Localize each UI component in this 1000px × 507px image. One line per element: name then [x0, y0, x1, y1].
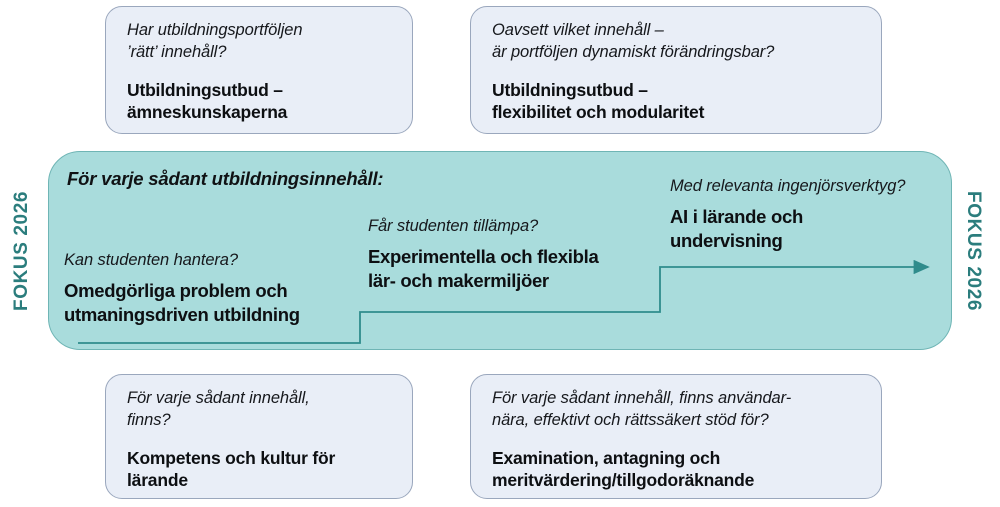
callout-answer: Utbildningsutbud – flexibilitet och modu… — [492, 79, 705, 123]
callout-question: Oavsett vilket innehåll – är portföljen … — [492, 21, 775, 61]
callout-box-education-offering-flexibility: Oavsett vilket innehåll – är portföljen … — [470, 6, 882, 134]
callout-box-education-offering-subject-knowledge: Har utbildningsportföljen ’rätt’ innehål… — [105, 6, 413, 134]
callout-box-examination-and-admission: För varje sådant innehåll, finns använda… — [470, 374, 882, 499]
step-answer: Experimentella och flexibla lär- och mak… — [368, 246, 599, 292]
fokus-label-right: FOKUS 2026 — [963, 191, 984, 312]
callout-answer: Kompetens och kultur för lärande — [127, 447, 336, 491]
panel-step-ai-in-learning: Med relevanta ingenjörsverktyg? AI i lär… — [670, 176, 905, 254]
panel-heading: För varje sådant utbildningsinnehåll: — [67, 168, 384, 189]
callout-answer: Examination, antagning och meritvärderin… — [492, 447, 755, 491]
callout-answer: Utbildningsutbud – ämneskunskaperna — [127, 79, 288, 123]
step-answer: AI i lärande och undervisning — [670, 206, 803, 252]
step-question: Får studenten tillämpa? — [368, 217, 539, 235]
callout-question: För varje sådant innehåll, finns använda… — [492, 389, 792, 429]
step-question: Kan studenten hantera? — [64, 251, 238, 269]
step-question: Med relevanta ingenjörsverktyg? — [670, 177, 906, 195]
fokus-label-left: FOKUS 2026 — [11, 190, 32, 311]
callout-box-competence-and-culture: För varje sådant innehåll, finns? Kompet… — [105, 374, 413, 499]
step-answer: Omedgörliga problem och utmaningsdriven … — [64, 280, 300, 326]
callout-question: Har utbildningsportföljen ’rätt’ innehål… — [127, 21, 303, 61]
callout-question: För varje sådant innehåll, finns? — [127, 389, 310, 429]
panel-step-maker-environments: Får studenten tillämpa? Experimentella o… — [368, 216, 599, 294]
panel-step-challenge-driven-education: Kan studenten hantera? Omedgörliga probl… — [64, 250, 300, 328]
